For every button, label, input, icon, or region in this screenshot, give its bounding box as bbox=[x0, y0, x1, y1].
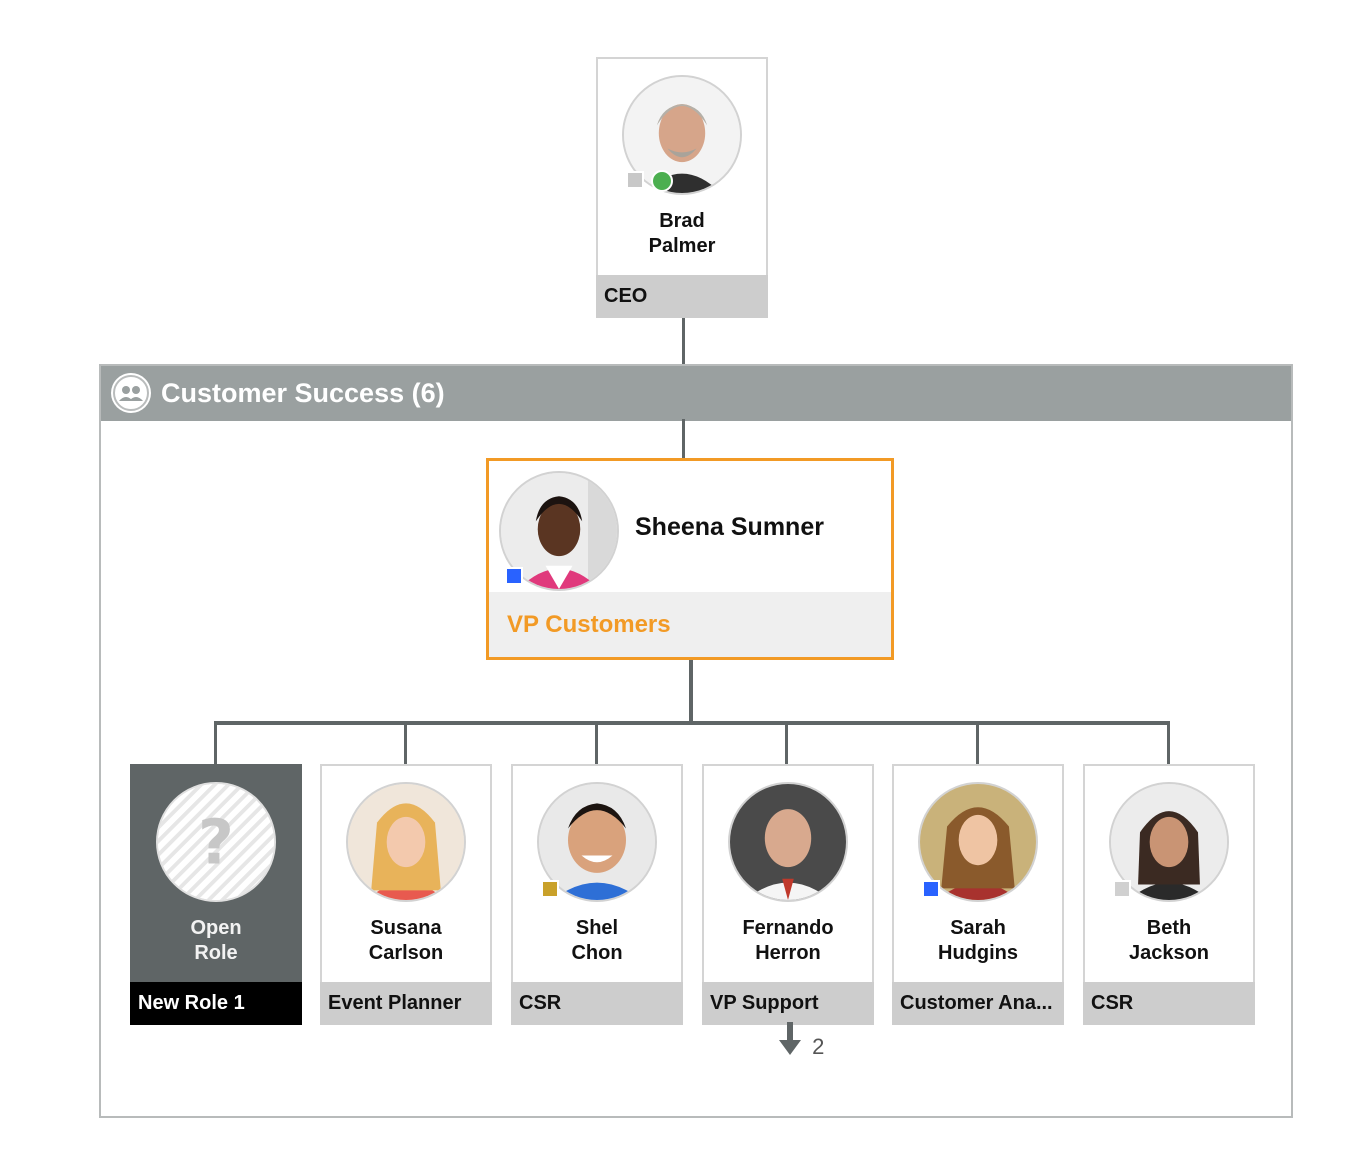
team-header[interactable]: Customer Success (6) bbox=[101, 366, 1291, 421]
report-avatar-wrap bbox=[537, 782, 657, 902]
report-avatar-wrap bbox=[346, 782, 466, 902]
status-square bbox=[922, 880, 940, 898]
report-card-fernando-herron[interactable]: Fernando Herron VP Support bbox=[702, 764, 874, 1025]
team-people-icon bbox=[111, 373, 151, 413]
subreport-count: 2 bbox=[812, 1034, 825, 1059]
report-card-shel-chon[interactable]: Shel Chon CSR bbox=[511, 764, 683, 1025]
presence-online-dot bbox=[651, 170, 673, 192]
manager-avatar-wrap bbox=[499, 471, 619, 591]
report-name: Beth Jackson bbox=[1128, 917, 1210, 964]
report-drop-line-5 bbox=[976, 721, 979, 766]
report-drop-line-3 bbox=[595, 721, 598, 766]
report-role: New Role 1 bbox=[130, 982, 302, 1025]
ceo-role: CEO bbox=[596, 275, 768, 318]
report-role: VP Support bbox=[702, 982, 874, 1025]
report-name: Sarah Hudgins bbox=[938, 917, 1018, 964]
ceo-avatar-wrap bbox=[622, 75, 742, 195]
report-avatar-wrap bbox=[918, 782, 1038, 902]
manager-role: VP Customers bbox=[489, 592, 891, 657]
report-card-susana-carlson[interactable]: Susana Carlson Event Planner bbox=[320, 764, 492, 1025]
arrow-down-icon bbox=[779, 1022, 801, 1055]
report-role: Customer Ana... bbox=[892, 982, 1064, 1025]
expand-subreports[interactable]: 2 bbox=[778, 1022, 824, 1059]
team-title: Customer Success (6) bbox=[161, 378, 445, 408]
report-role: Event Planner bbox=[320, 982, 492, 1025]
report-name: Fernando Herron bbox=[742, 917, 834, 964]
report-drop-line-2 bbox=[404, 721, 407, 766]
report-avatar-wrap bbox=[728, 782, 848, 902]
avatar bbox=[346, 782, 466, 902]
open-role-placeholder: ? bbox=[156, 782, 276, 902]
report-drop-line-6 bbox=[1167, 721, 1170, 766]
report-drop-line-1 bbox=[214, 721, 217, 766]
report-name: Shel Chon bbox=[571, 917, 623, 964]
status-square bbox=[1113, 880, 1131, 898]
question-mark-icon: ? bbox=[198, 806, 234, 878]
report-drop-line-4 bbox=[785, 721, 788, 766]
manager-down-line bbox=[689, 659, 693, 723]
reports-horizontal-line bbox=[214, 721, 1170, 725]
report-card-open-role[interactable]: ? Open Role New Role 1 bbox=[130, 764, 302, 1025]
ceo-name: Brad Palmer bbox=[648, 210, 716, 257]
avatar bbox=[728, 782, 848, 902]
status-square bbox=[541, 880, 559, 898]
report-card-sarah-hudgins[interactable]: Sarah Hudgins Customer Ana... bbox=[892, 764, 1064, 1025]
status-square bbox=[505, 567, 523, 585]
manager-card[interactable]: Sheena Sumner VP Customers bbox=[486, 458, 894, 660]
report-role: CSR bbox=[511, 982, 683, 1025]
status-square bbox=[626, 171, 644, 189]
report-avatar-wrap bbox=[1109, 782, 1229, 902]
report-role: CSR bbox=[1083, 982, 1255, 1025]
report-avatar-wrap: ? bbox=[156, 782, 276, 902]
manager-name: Sheena Sumner bbox=[635, 513, 824, 541]
ceo-to-manager-line bbox=[682, 419, 685, 459]
report-name: Open Role bbox=[190, 917, 242, 964]
report-card-beth-jackson[interactable]: Beth Jackson CSR bbox=[1083, 764, 1255, 1025]
report-name: Susana Carlson bbox=[368, 917, 444, 964]
ceo-card[interactable]: Brad Palmer CEO bbox=[596, 57, 768, 318]
avatar bbox=[622, 75, 742, 195]
